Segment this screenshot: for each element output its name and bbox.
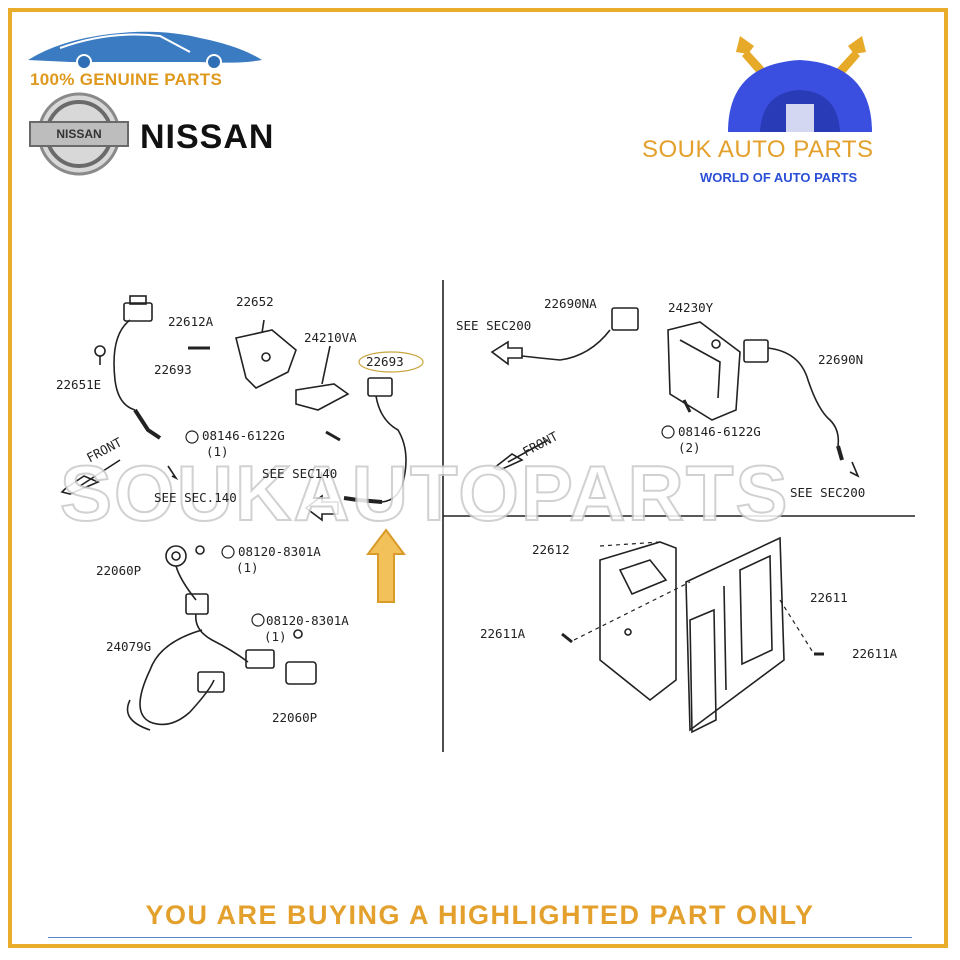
label-22611A-a: 22611A [480,626,526,641]
footer-notice: YOU ARE BUYING A HIGHLIGHTED PART ONLY [145,900,815,930]
label-22612A: 22612A [168,314,214,329]
bolt-08146a [325,430,341,442]
front-arrow-left [60,459,121,495]
label-22060P-a: 22060P [96,563,142,578]
footer-line [48,937,912,938]
shop-tagline: WORLD OF AUTO PARTS [700,170,858,185]
label-24230Y: 24230Y [668,300,714,315]
oxygen-sensor-22690N [743,339,860,478]
label-22611: 22611 [810,590,848,605]
label-see-sec200-b: SEE SEC200 [790,485,866,500]
ecm-bracket-22612 [599,541,677,702]
shop-name: SOUK AUTO PARTS [642,136,874,163]
label-22060P-b: 22060P [272,710,318,725]
oxygen-sensor-highlighted [343,351,424,504]
label-22652: 22652 [236,294,274,309]
bolt-symbol-icon [221,545,235,559]
brand-name: NISSAN [140,118,275,156]
nissan-badge-icon [29,92,129,176]
label-see-sec140-a: SEE SEC140 [262,466,338,481]
label-08120-b-qty: (1) [264,629,287,644]
label-22651E: 22651E [56,377,102,392]
bolt-symbol-icon [251,613,265,627]
label-see-sec140-b: SEE SEC.140 [154,490,237,505]
label-22693-highlighted: 22693 [366,354,404,369]
car-logo-icon [28,31,262,70]
bolt-symbol-icon [661,425,675,439]
screws-22611A [561,632,824,656]
label-08146-a-qty: (1) [206,444,229,459]
label-22612: 22612 [532,542,570,557]
label-see-sec200-a: SEE SEC200 [456,318,532,333]
label-22690NA: 22690NA [544,296,597,311]
oxygen-sensor-left [94,295,162,440]
label-22611A-b: 22611A [852,646,898,661]
bracket-24210VA [295,345,350,411]
bracket-24230Y [667,321,741,421]
label-08146-a: 08146-6122G [202,428,285,443]
watermark: SOUKAUTOPARTS [59,448,790,538]
knock-sensor-harness [126,545,317,731]
nissan-badge-label: NISSAN [56,127,102,141]
label-08120-a-qty: (1) [236,560,259,575]
page-border [8,8,948,948]
label-22690N: 22690N [818,352,864,367]
label-08120-b: 08120-8301A [266,613,349,628]
label-22693: 22693 [154,362,192,377]
label-24079G: 24079G [106,639,152,654]
dome-logo-icon [728,60,872,132]
label-08120-a: 08120-8301A [238,544,321,559]
label-24210VA: 24210VA [304,330,357,345]
see-sec140-arrow [167,465,339,522]
front-arrow-right [492,439,549,471]
bolt-symbol-icon [185,430,199,444]
highlight-arrow [366,528,406,603]
oxygen-sensor-22690NA [490,307,639,366]
label-08146-b-qty: (2) [678,440,701,455]
bracket-22652 [235,319,297,389]
label-08146-b: 08146-6122G [678,424,761,439]
ecm-unit-22611 [685,536,785,734]
genuine-parts-label: 100% GENUINE PARTS [30,70,223,89]
